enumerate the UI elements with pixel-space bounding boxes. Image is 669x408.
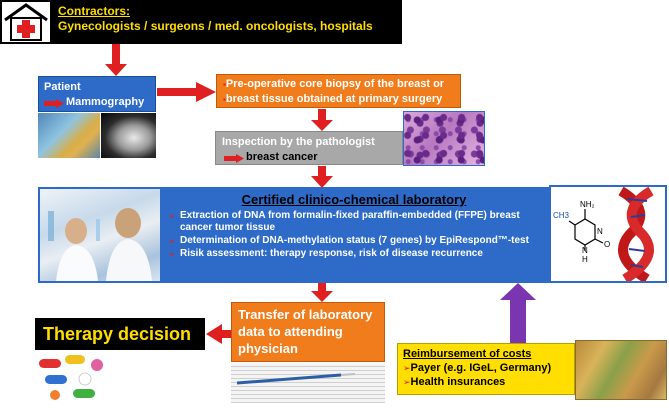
pathologist-label: Inspection by the pathologist (222, 136, 375, 148)
laboratory-item: Determination of DNA-methylation status … (168, 235, 540, 247)
arrow-right-icon (224, 153, 244, 163)
pathologist-box: Inspection by the pathologist breast can… (215, 131, 403, 165)
n-label: N (597, 227, 603, 236)
arrow-down-icon (311, 283, 333, 302)
hospital-icon (2, 2, 50, 42)
mammogram-image (101, 113, 156, 158)
laboratory-photo (40, 189, 160, 281)
bullet-icon: ▪ (223, 95, 226, 104)
patient-exam: Mammography (66, 96, 145, 108)
transfer-box: Transfer of laboratory data to attending… (231, 302, 385, 362)
pills-image (35, 351, 110, 403)
arrow-up-icon (500, 283, 536, 343)
laboratory-item: Risik assessment: therapy response, risk… (168, 248, 540, 260)
h-label: H (582, 255, 588, 264)
contractors-box: Contractors: Gynecologists / surgeons / … (0, 0, 402, 44)
contractors-title: Contractors: (58, 4, 131, 18)
biopsy-box: ▪Pre-operative core biopsy of the breast… (216, 74, 461, 108)
biopsy-line-1: Pre-operative core biopsy of the breast … (225, 78, 445, 90)
dna-helix-icon (618, 186, 654, 284)
arrow-down-icon (311, 166, 333, 188)
cytosine-structure: CH3 NH₂ N O N H (553, 186, 654, 284)
arrow-left-icon (206, 324, 231, 344)
laboratory-item: Extraction of DNA from formalin-fixed pa… (168, 210, 540, 234)
molecule-box: CH3 NH₂ N O N H (549, 185, 667, 284)
ch3-label: CH3 (553, 211, 570, 220)
bullet-arrow-icon: ➢ (403, 377, 411, 387)
arrow-right-icon (44, 98, 64, 108)
mammography-photo (38, 113, 100, 158)
bullet-arrow-icon: ➢ (403, 363, 411, 373)
nh-n-label: N (582, 246, 588, 255)
patient-label: Patient (44, 81, 81, 93)
arrow-down-icon (311, 109, 333, 131)
reimbursement-item: Health insurances (410, 376, 506, 388)
arrow-right-icon (157, 82, 216, 102)
laboratory-list: Extraction of DNA from formalin-fixed pa… (168, 210, 540, 260)
biopsy-line-2: breast tissue obtained at primary surger… (225, 93, 443, 105)
lab-report-image (231, 363, 385, 403)
bullet-icon: ▪ (223, 80, 226, 89)
arrow-down-icon (105, 44, 127, 76)
o-label: O (604, 240, 610, 249)
therapy-label: Therapy decision (43, 324, 192, 344)
laboratory-box: Certified clinico-chemical laboratory Ex… (160, 189, 548, 281)
histology-image (403, 111, 485, 166)
patient-box: Patient Mammography (38, 76, 156, 112)
therapy-decision-box: Therapy decision (35, 318, 205, 350)
money-image (575, 340, 667, 400)
contractors-text: Gynecologists / surgeons / med. oncologi… (58, 19, 373, 33)
reimbursement-title: Reimbursement of costs (403, 348, 532, 360)
laboratory-title: Certified clinico-chemical laboratory (241, 192, 467, 207)
reimbursement-item: Payer (e.g. IGeL, Germany) (410, 362, 552, 374)
reimbursement-box: Reimbursement of costs ➢Payer (e.g. IGeL… (397, 343, 575, 395)
nh2-label: NH₂ (580, 200, 595, 209)
transfer-text: Transfer of laboratory data to attending… (238, 307, 373, 356)
pathologist-result: breast cancer (246, 151, 318, 163)
